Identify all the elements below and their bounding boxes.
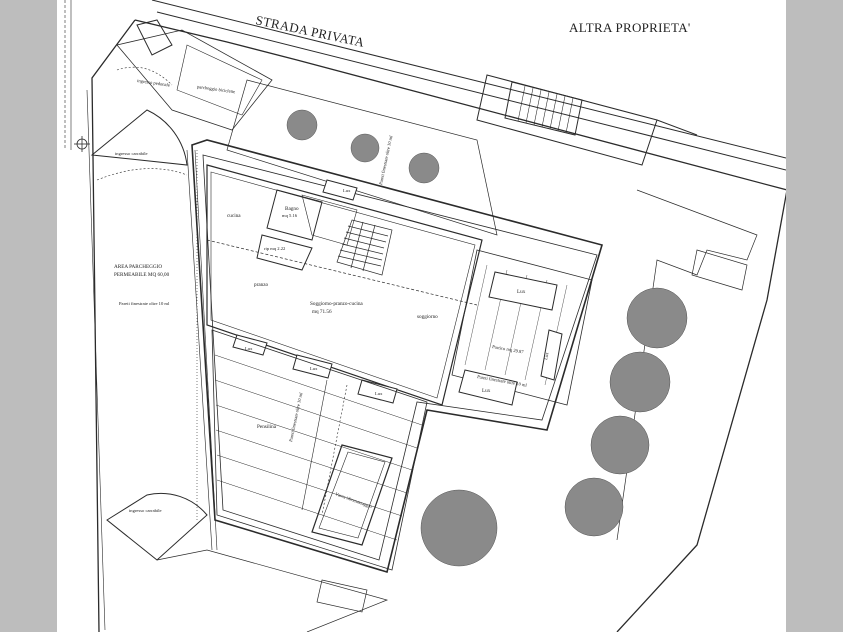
site-boundary <box>134 19 786 632</box>
tree <box>626 287 688 349</box>
trees <box>286 109 688 567</box>
pensilina <box>211 329 428 571</box>
pedestrian-entry-area <box>116 19 273 131</box>
carriage-entry-top <box>90 109 188 166</box>
site-plan-sheet: STRADA PRIVATA ALTRA PROPRIETA' ingresso… <box>57 0 786 632</box>
site-plan-svg: STRADA PRIVATA ALTRA PROPRIETA' ingresso… <box>64 0 786 632</box>
room-bathroom-label: Bagno <box>285 206 299 212</box>
neighbor-label: ALTRA PROPRIETA' <box>569 20 691 35</box>
room-bathroom-area: mq 5.16 <box>282 213 298 218</box>
site-boundary-left <box>91 19 136 632</box>
tree <box>420 489 498 567</box>
window-walls-label-top: Pareti finestrate oltre 10 ml <box>378 134 393 185</box>
tree <box>286 109 318 141</box>
tree <box>590 415 650 475</box>
lux-label: Lux <box>310 366 318 371</box>
north-arrow <box>74 136 90 152</box>
carriage-entry-bottom-label: ingresso carrabile <box>129 508 162 513</box>
carriage-entry-bottom <box>106 492 208 561</box>
tree <box>350 133 380 163</box>
pool-label: Vasca idromassaggio <box>335 491 374 509</box>
lux-label: Lux <box>245 346 253 351</box>
window-walls-label-left: Pareti finestrate oltre 10 ml <box>119 301 170 306</box>
lux-label: Lux <box>375 391 383 396</box>
lux-label: Lux <box>543 351 550 360</box>
parking-area-label-2: PERMEABILE MQ 60,00 <box>114 272 170 278</box>
front-garden <box>226 79 498 236</box>
bottom-structure <box>316 579 368 613</box>
living-block <box>206 164 483 406</box>
road-lines <box>64 0 786 171</box>
lux-label: Lux <box>343 188 351 193</box>
tree <box>564 477 624 537</box>
hot-tub-pool <box>311 444 393 546</box>
carriage-entry-top-label: ingresso carrabile <box>115 151 148 156</box>
staircase <box>336 219 393 276</box>
left-margin <box>0 0 57 632</box>
room-dining-label: pranzo <box>254 282 269 288</box>
tree <box>408 152 440 184</box>
room-kitchen-label: cucina <box>227 213 241 219</box>
lux-boxes <box>232 179 563 406</box>
room-living-label: soggiorno <box>417 314 438 320</box>
room-storage-label: rip mq 2.22 <box>264 246 286 251</box>
road-label: STRADA PRIVATA <box>254 12 366 50</box>
lux-label: Lux <box>517 289 526 295</box>
right-margin <box>786 0 843 632</box>
room-living-combined-area: mq 71.56 <box>312 309 332 315</box>
pedestrian-entry-label: ingresso pedonale <box>137 78 170 88</box>
canopy-label: Pensilina <box>257 424 277 430</box>
portico-label: Portico mq 29.87 <box>492 344 525 355</box>
neighbor-building <box>476 74 698 166</box>
room-living-combined-label: Soggiorno-pranzo-cucina <box>310 301 363 307</box>
window-walls-label-bottom: Pareti finestrate oltre 10 ml <box>288 391 303 442</box>
bike-parking-label: parcheggio biciclette <box>197 84 236 94</box>
tree <box>609 351 671 413</box>
parking-area-label-1: AREA PARCHEGGIO <box>114 264 162 270</box>
lux-label: Lux <box>482 388 491 394</box>
garden-shed <box>691 249 748 291</box>
house-outline <box>191 139 604 574</box>
